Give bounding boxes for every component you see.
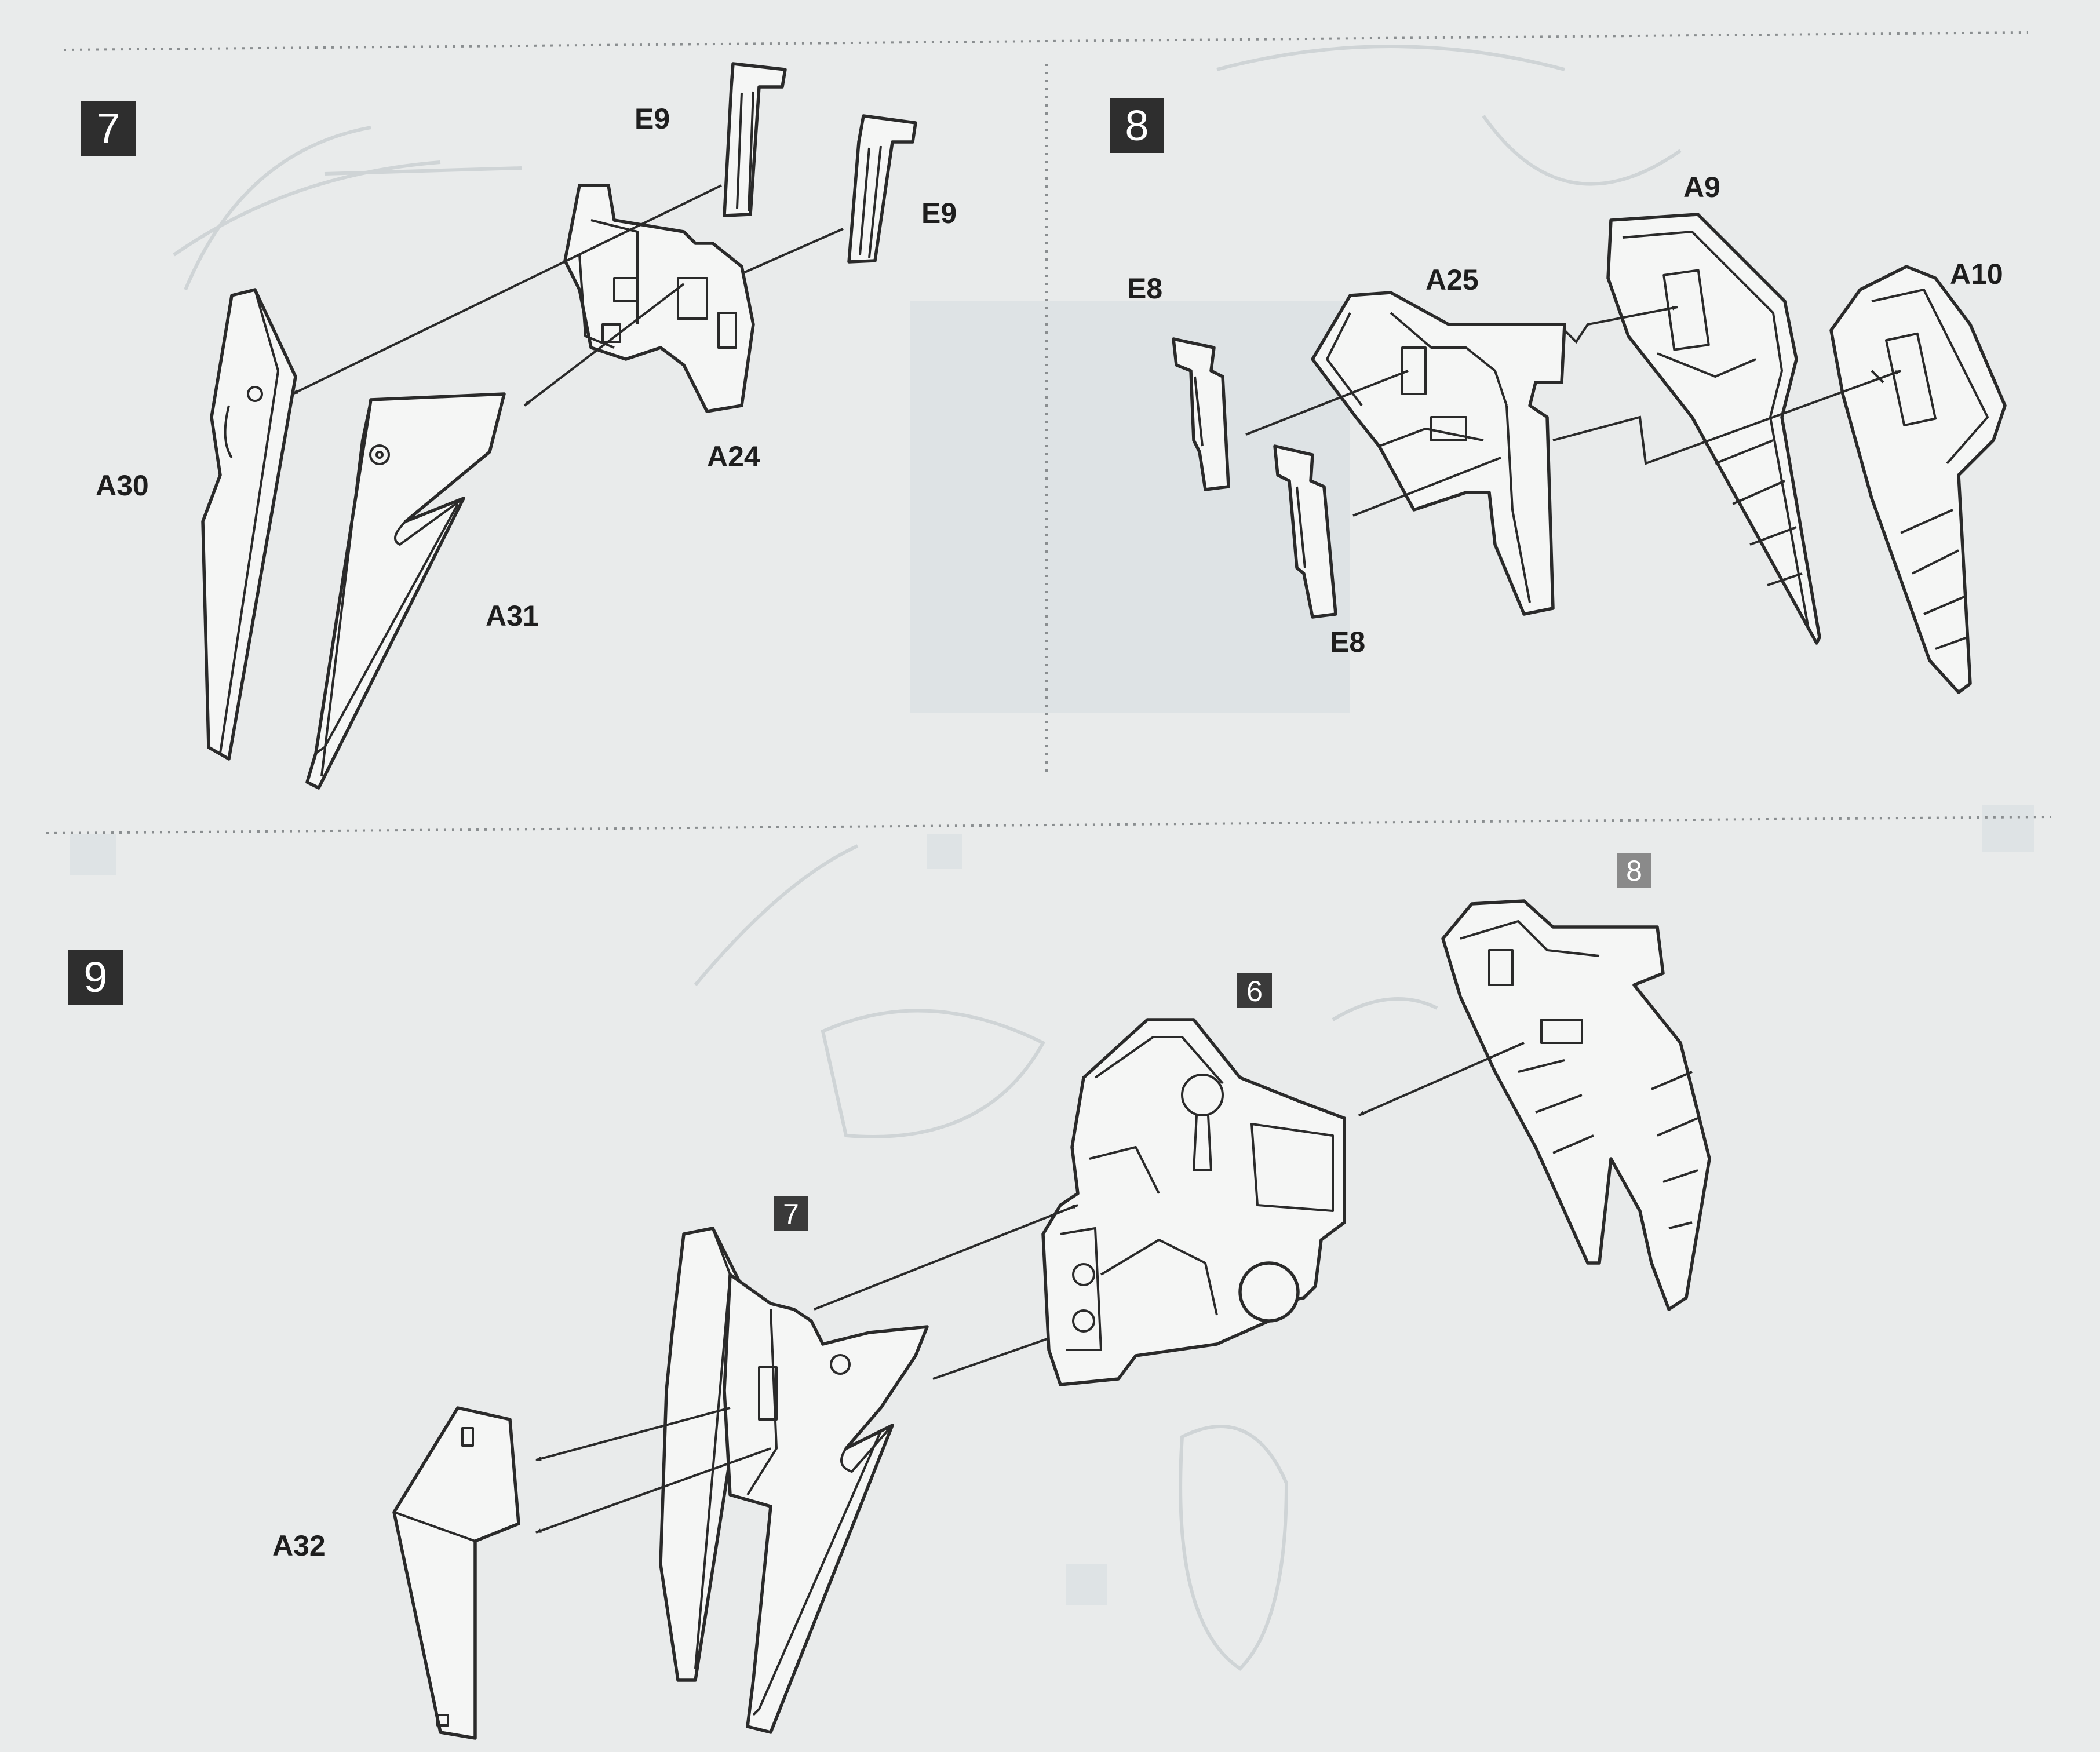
step-8-parts xyxy=(1172,213,2007,694)
part-a25 xyxy=(1311,291,1566,616)
step-9-number: 9 xyxy=(83,953,107,1001)
arrow-7-to-6-b xyxy=(932,1337,1049,1380)
step-9-refs: 8 6 7 xyxy=(774,853,1651,1231)
section-separators xyxy=(46,31,2052,834)
step-9-labels: A32 xyxy=(272,1530,326,1562)
part-e8-pin-left xyxy=(1172,337,1230,491)
step-8-number: 8 xyxy=(1125,101,1149,149)
part-a30 xyxy=(201,288,297,761)
part-a10 xyxy=(1829,265,2007,694)
step-8-labels: E8 A25 A9 A10 E8 xyxy=(1127,171,2003,658)
bleed-through-ghosts xyxy=(70,45,2034,1671)
arrow-7-to-a32-a xyxy=(535,1407,731,1461)
label-e8-top: E8 xyxy=(1127,272,1162,305)
step-7-parts xyxy=(201,62,917,790)
part-a32 xyxy=(392,1406,520,1740)
label-a30: A30 xyxy=(96,469,149,502)
ref-step-8: 8 xyxy=(1626,855,1642,887)
arrow-e8-to-a25-a xyxy=(1245,370,1409,436)
label-e9-right: E9 xyxy=(921,197,957,229)
arrow-e9-to-a24 xyxy=(744,228,844,273)
ref-step-7: 7 xyxy=(783,1198,799,1231)
part-a31 xyxy=(305,392,506,790)
part-a24 xyxy=(563,184,755,413)
label-a31: A31 xyxy=(486,600,539,632)
label-a10: A10 xyxy=(1950,258,2003,290)
label-a9: A9 xyxy=(1683,171,1720,203)
arrow-a25-to-a10 xyxy=(1552,370,1901,465)
arrow-7-to-6-a xyxy=(814,1204,1078,1311)
label-a25: A25 xyxy=(1425,264,1479,296)
part-e9-pin-left xyxy=(723,62,787,217)
ref-step-6: 6 xyxy=(1246,975,1263,1008)
step-7-labels: E9 E9 A24 A30 A31 xyxy=(96,103,957,632)
arrow-7-to-a32-b xyxy=(535,1447,771,1534)
label-e8-bottom: E8 xyxy=(1330,626,1365,658)
step-7-number: 7 xyxy=(96,104,120,152)
assembly-from-step-8 xyxy=(1441,899,1711,1311)
step-8-box: 8 xyxy=(1110,98,1164,153)
step-9-parts xyxy=(392,899,1711,1740)
part-a9 xyxy=(1606,213,1821,645)
assembly-from-step-7 xyxy=(659,1227,929,1734)
arrow-8-to-6 xyxy=(1358,1042,1525,1116)
arrow-a25-to-a9 xyxy=(1563,305,1678,344)
label-a32: A32 xyxy=(272,1530,326,1562)
assembly-from-step-6 xyxy=(1041,1018,1346,1386)
part-e8-pin-right xyxy=(1273,444,1337,619)
label-e9-top: E9 xyxy=(635,103,670,135)
arrow-a24-to-a31 xyxy=(523,283,685,407)
label-a24: A24 xyxy=(707,440,760,473)
step-9-box: 9 xyxy=(68,950,123,1005)
part-e9-pin-right xyxy=(847,114,917,264)
step-7-box: 7 xyxy=(81,101,136,156)
arrow-e9-to-a30 xyxy=(292,184,722,395)
arrow-e8-to-a25-b xyxy=(1352,457,1501,517)
